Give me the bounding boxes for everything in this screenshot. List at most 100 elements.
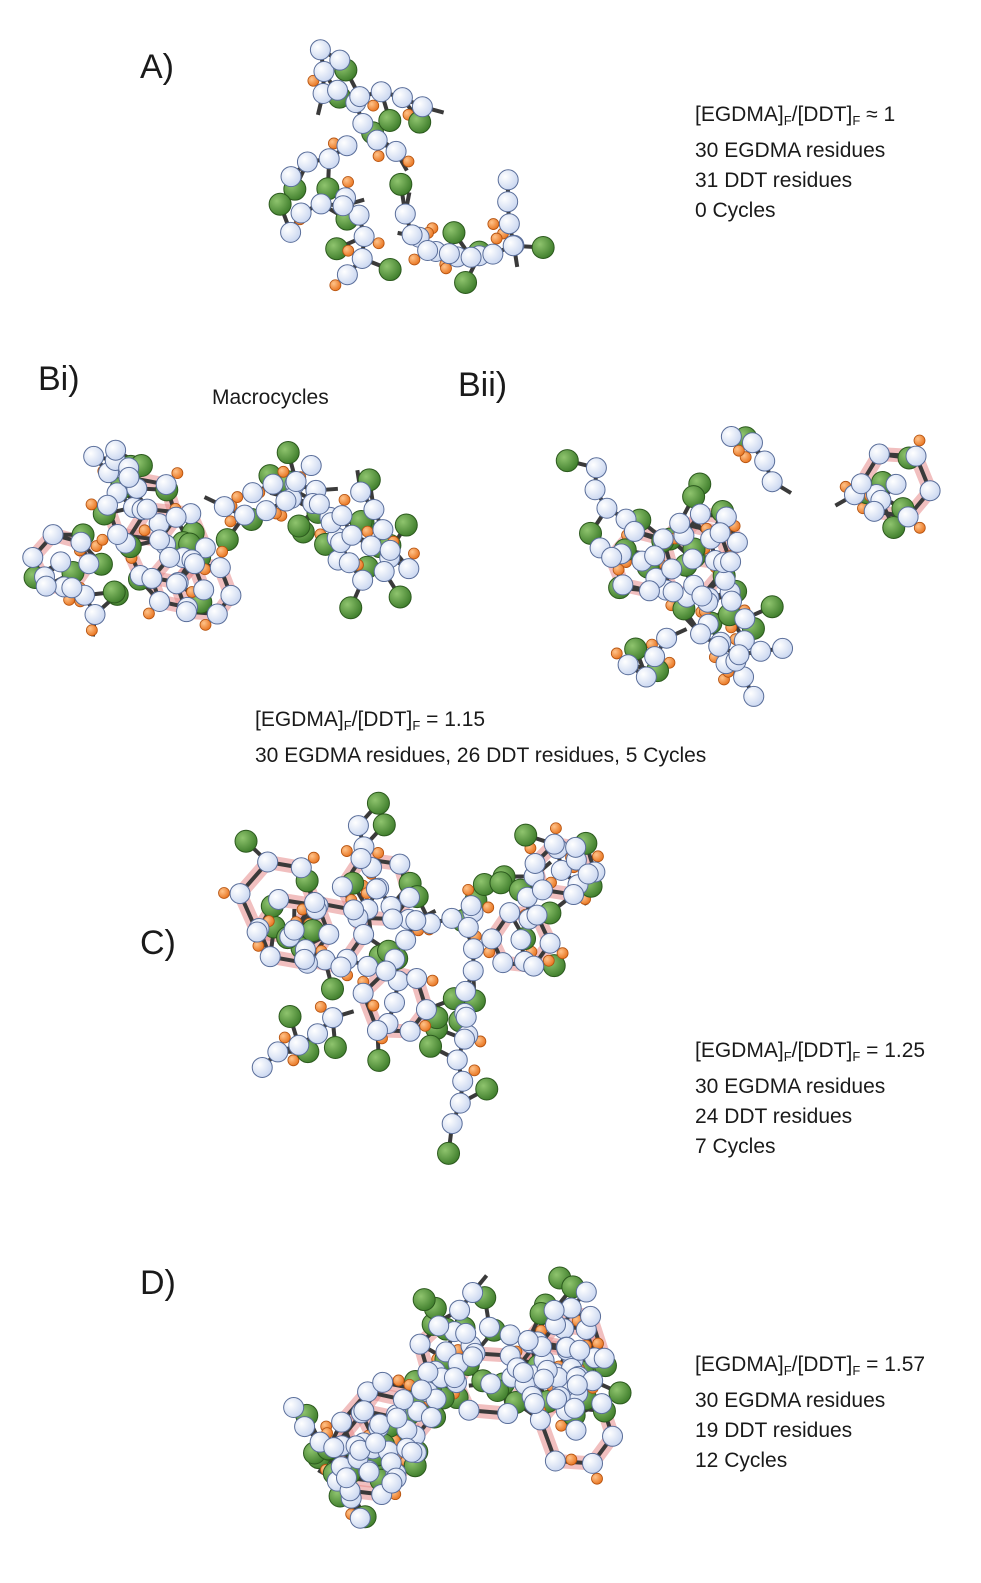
backbone-residue [750, 640, 772, 662]
backbone-residue [443, 1367, 465, 1389]
backbone-residue [370, 81, 392, 103]
backbone-residue [644, 646, 666, 668]
ester-group [402, 155, 415, 168]
backbone-residue [635, 666, 657, 688]
dodecyl-end-group [489, 871, 513, 895]
dodecyl-end-group [419, 1034, 443, 1058]
backbone-residue [539, 932, 561, 954]
backbone-residue [919, 480, 941, 502]
backbone-residue [353, 1400, 375, 1422]
dodecyl-end-group [372, 813, 396, 837]
backbone-residue [602, 1425, 624, 1447]
dodecyl-end-group [454, 270, 478, 294]
backbone-residue [720, 551, 742, 573]
backbone-residue [543, 833, 565, 855]
backbone-residue [510, 929, 532, 951]
ester-group [556, 947, 569, 960]
backbone-residue [349, 1507, 371, 1529]
backbone-residue [463, 938, 485, 960]
backbone-residue [772, 637, 794, 659]
backbone-residue [682, 548, 704, 570]
ester-group [392, 1374, 405, 1387]
dodecyl-end-group [475, 1077, 499, 1101]
ester-group [592, 850, 604, 863]
backbone-residue [850, 473, 872, 495]
backbone-residue [389, 853, 411, 875]
counts-b: 30 EGDMA residues, 26 DDT residues, 5 Cy… [255, 744, 707, 767]
ester-group [171, 467, 184, 480]
backbone-residue [365, 1432, 387, 1454]
backbone-residue [105, 439, 127, 461]
backbone-residue [479, 1316, 501, 1338]
backbone-residue [449, 1299, 471, 1321]
backbone-residue [585, 457, 607, 479]
backbone-residue [652, 528, 674, 550]
backbone-residue [357, 955, 379, 977]
panel-label-bi: Bi) [38, 360, 80, 398]
dodecyl-end-group [394, 513, 418, 537]
backbone-residue [363, 499, 385, 521]
cycles-count-a: 0 Cycles [695, 199, 776, 222]
backbone-residue [166, 573, 188, 595]
panel-c: C) [EGDMA]F/[DDT]F = 1.25 30 EGDMA resid… [0, 790, 981, 1170]
backbone-residue [159, 546, 181, 568]
ester-group [278, 1031, 291, 1044]
backbone-residue [741, 432, 763, 454]
backbone-residue [612, 574, 634, 596]
ratio-b: [EGDMA]F/[DDT]F = 1.15 [255, 708, 486, 733]
ester-group [419, 1019, 432, 1032]
backbone-residue [761, 471, 783, 493]
backbone-residue [304, 892, 326, 914]
ester-group [338, 493, 351, 506]
backbone-residue [398, 558, 420, 580]
backbone-residue [148, 529, 170, 551]
backbone-residue [661, 558, 683, 580]
backbone-residue [382, 908, 404, 930]
ddt-count-a: 31 DDT residues [695, 169, 853, 192]
backbone-residue [441, 1113, 463, 1135]
ester-group [591, 1472, 603, 1485]
backbone-residue [868, 443, 890, 465]
panel-b: Bi) Macrocycles Bii) [EGDMA]F/[DDT]F = 1… [0, 350, 981, 780]
backbone-residue [499, 902, 521, 924]
backbone-residue [184, 553, 206, 575]
backbone-residue [455, 1322, 477, 1344]
backbone-residue [42, 524, 64, 546]
backbone-residue [372, 1371, 394, 1393]
backbone-residue [242, 482, 264, 504]
backbone-residue [401, 1441, 423, 1463]
ester-group [408, 253, 421, 266]
backbone-residue [384, 992, 406, 1014]
ester-group [913, 521, 926, 534]
ester-group [732, 444, 745, 457]
ester-group [216, 545, 229, 558]
backbone-residue [229, 883, 251, 905]
backbone-residue [577, 863, 599, 885]
backbone-residue [61, 577, 83, 599]
backbone-residue [366, 1019, 388, 1041]
backbone-residue [353, 924, 375, 946]
backbone-residue [497, 1403, 519, 1425]
backbone-residue [531, 879, 553, 901]
backbone-residue [690, 623, 712, 645]
backbone-residue [280, 221, 302, 243]
backbone-residue [565, 836, 587, 858]
backbone-residue [313, 61, 335, 83]
dodecyl-end-group [555, 449, 579, 473]
panel-a: A) [EGDMA]F/[DDT]F ≈ 1 30 EGDMA residues… [0, 0, 981, 350]
dodecyl-end-group [276, 441, 300, 465]
backbone-residue [275, 490, 297, 512]
egdma-count-c: 30 EGDMA residues [695, 1075, 886, 1098]
ester-group [85, 498, 98, 511]
backbone-residue [593, 1347, 615, 1369]
residues [22, 439, 420, 637]
backbone-residue [502, 235, 524, 257]
backbone-residue [83, 445, 105, 467]
backbone-residue [543, 1299, 565, 1321]
backbone-residue [638, 580, 660, 602]
backbone-residue [584, 479, 606, 501]
molecule-a [268, 39, 555, 294]
backbone-residue [246, 921, 268, 943]
backbone-residue [336, 264, 358, 286]
ester-group [314, 1000, 327, 1013]
